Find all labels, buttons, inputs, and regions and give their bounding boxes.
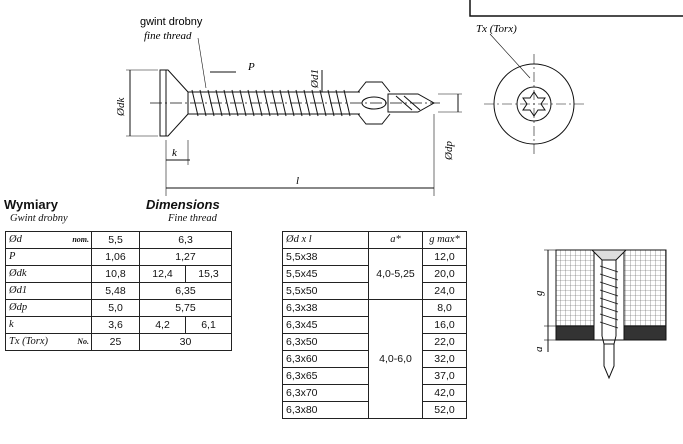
dims-sub-en: Fine thread — [168, 213, 217, 224]
frame-corner — [469, 0, 683, 17]
label-k: k — [172, 147, 178, 159]
drill-tip-section — [603, 343, 615, 380]
dims-title-en: Dimensions — [146, 197, 220, 212]
label-P: P — [247, 61, 255, 73]
drill-point — [387, 93, 436, 113]
label-a: a — [533, 346, 545, 352]
torx-label: Tx (Torx) — [476, 23, 517, 35]
dims-sub-pl: Gwint drobny — [10, 213, 68, 224]
label-g: g — [533, 290, 545, 296]
dims-title-pl: Wymiary — [4, 197, 58, 212]
wings — [357, 81, 391, 125]
installation-diagram: g a — [533, 249, 667, 380]
label-dp: Ødp — [443, 141, 455, 161]
screw-drawing: gwint drobny fine thread P k l Ødk Ød1 Ø… — [115, 16, 462, 196]
table-header: Ød x l a* g max* — [282, 231, 467, 249]
torx-view: Tx (Torx) — [476, 23, 584, 154]
callout-en: fine thread — [144, 30, 192, 42]
callout-pl: gwint drobny — [140, 16, 203, 28]
label-l: l — [296, 175, 299, 187]
label-dk: Ødk — [115, 97, 127, 117]
label-d1: Ød1 — [309, 69, 321, 89]
